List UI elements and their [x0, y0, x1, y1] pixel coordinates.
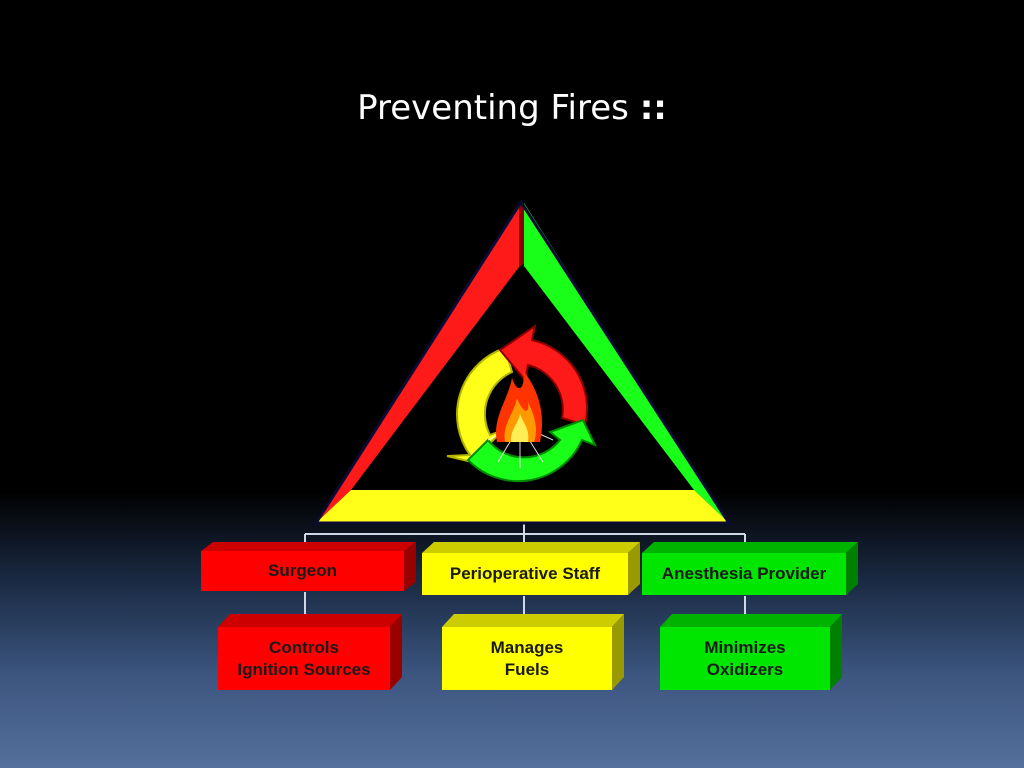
duty-box-fuels: Manages Fuels	[442, 627, 612, 690]
green-cycle-arrow	[466, 418, 597, 483]
yellow-cycle-arrow	[446, 346, 514, 464]
duty-oxidizers-line1: Minimizes	[704, 637, 786, 657]
role-label-perioperative-staff: Perioperative Staff	[449, 564, 601, 583]
duty-fuels-line1: Manages	[490, 637, 564, 657]
role-label-anesthesia-provider: Anesthesia Provider	[661, 564, 827, 583]
fire-cycle-icon	[446, 323, 597, 483]
role-label-surgeon: Surgeon	[268, 561, 337, 580]
duty-fuels-line2: Fuels	[504, 659, 550, 679]
duty-ignition-line1: Controls	[269, 637, 339, 657]
triangle-outline	[313, 199, 732, 525]
fire-triangle	[313, 199, 732, 525]
duty-box-oxidizers: Minimizes Oxidizers	[660, 627, 830, 690]
role-box-perioperative-staff: Perioperative Staff	[422, 553, 628, 595]
duty-box-ignition: Controls Ignition Sources	[218, 627, 390, 690]
red-cycle-arrow	[498, 323, 588, 427]
role-box-surgeon: Surgeon	[201, 551, 404, 591]
triangle-yellow-base	[317, 490, 728, 522]
box-depth-faces	[201, 542, 858, 690]
flame-icon	[496, 370, 543, 442]
duty-ignition-line2: Ignition Sources	[237, 659, 371, 679]
role-box-anesthesia-provider: Anesthesia Provider	[642, 553, 846, 595]
slide-title-mark: ::	[639, 88, 667, 128]
duty-oxidizers-line2: Oxidizers	[706, 659, 784, 679]
slide-title: Preventing Fires ::	[0, 88, 1024, 128]
slide-title-text: Preventing Fires	[357, 88, 629, 128]
